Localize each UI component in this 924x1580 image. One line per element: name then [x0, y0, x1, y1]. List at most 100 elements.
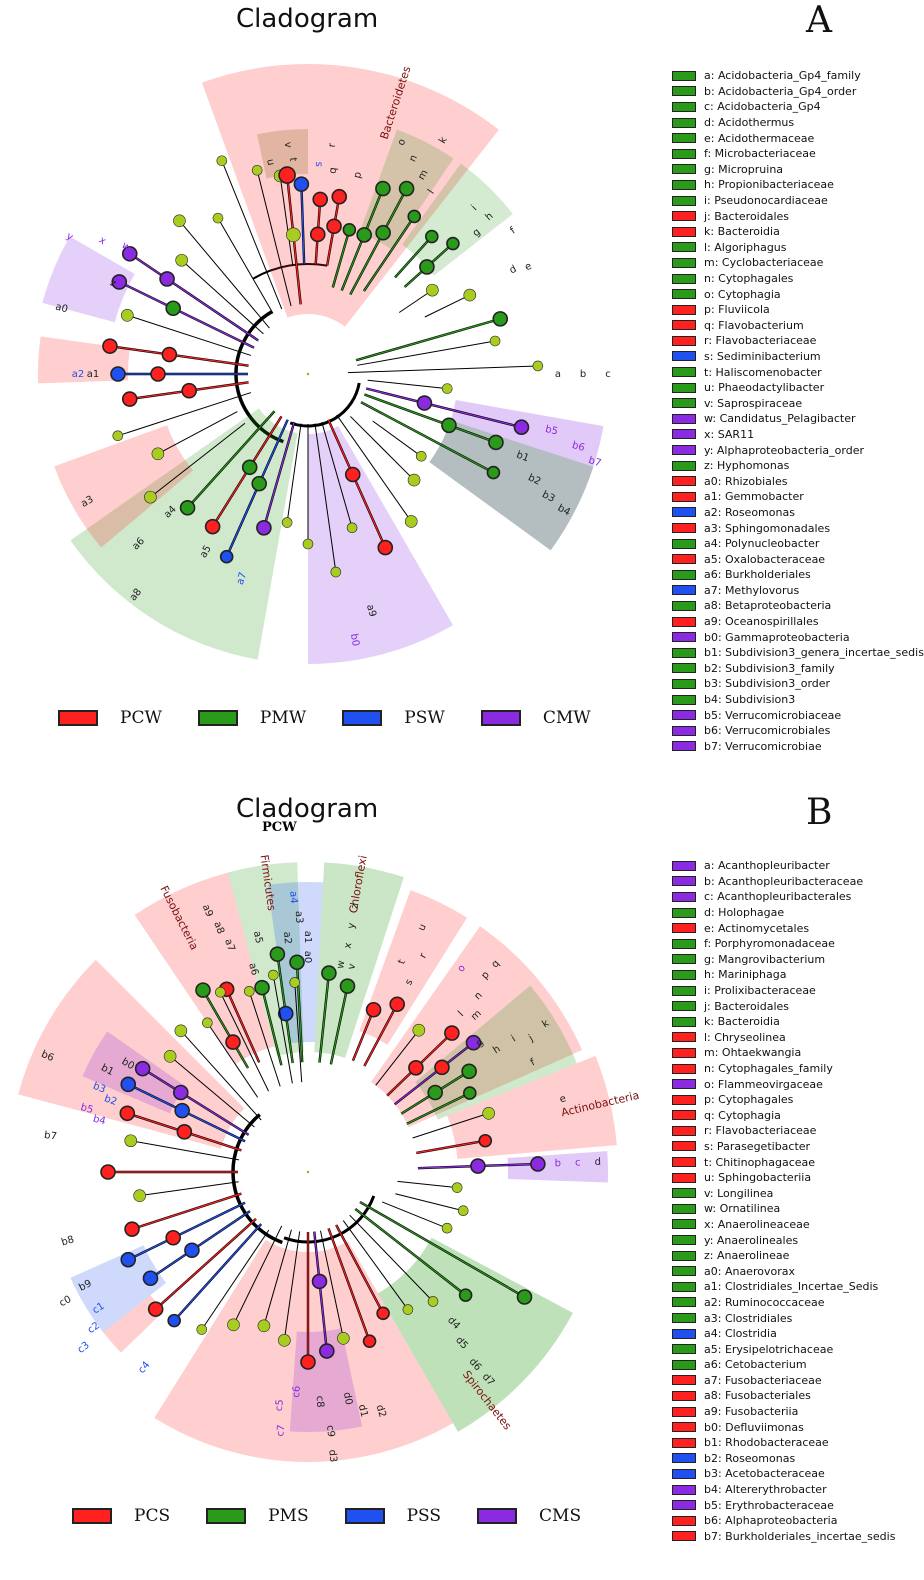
- legend-row: v: Saprospiraceae: [672, 395, 882, 411]
- node-label: b7: [43, 1130, 57, 1143]
- legend-swatch: [672, 257, 696, 268]
- group-legend-item: PMW: [197, 708, 306, 728]
- taxon-node: [112, 430, 124, 442]
- legend-swatch: [672, 1110, 696, 1121]
- legend-swatch: [672, 600, 696, 611]
- legend-row: e: Actinomycetales: [672, 920, 882, 936]
- legend-swatch: [672, 226, 696, 237]
- legend-swatch: [672, 1359, 696, 1370]
- node-label: a: [555, 369, 561, 380]
- taxon-node: [251, 475, 267, 492]
- taxon-node: [408, 1060, 424, 1076]
- legend-label: j: Bacteroidales: [704, 209, 790, 223]
- legend-row: x: SAR11: [672, 427, 882, 443]
- legend-swatch: [672, 647, 696, 658]
- branch: [109, 345, 249, 367]
- taxon-node: [492, 311, 509, 327]
- legend-row: b5: Erythrobacteraceae: [672, 1497, 882, 1513]
- taxon-node: [300, 1354, 316, 1370]
- node-label: a9: [364, 603, 378, 618]
- taxon-node: [142, 1270, 159, 1287]
- branch: [139, 1181, 239, 1197]
- branch: [372, 420, 422, 457]
- branch: [319, 1230, 344, 1339]
- node-label: b4: [92, 1114, 107, 1128]
- node-label: c3: [76, 1340, 92, 1356]
- node-label: o: [396, 137, 408, 147]
- legend-row: b6: Verrucomicrobiales: [672, 723, 882, 739]
- legend-label: w: Ornatilinea: [704, 1202, 781, 1216]
- taxon-node: [441, 1222, 453, 1234]
- taxon-node: [134, 1060, 151, 1077]
- legend-label: h: Propionibacteriaceae: [704, 178, 834, 192]
- legend-label: b6: Alphaproteobacteria: [704, 1514, 838, 1528]
- branch: [352, 1009, 375, 1061]
- taxon-node: [181, 382, 197, 399]
- group-legend-item: PSW: [342, 708, 445, 728]
- legend-label: a6: Cetobacterium: [704, 1358, 807, 1372]
- legend-row: a4: Clostridia: [672, 1326, 882, 1342]
- taxon-node: [489, 335, 501, 347]
- node-label: d3: [326, 1449, 338, 1463]
- node-label: b1: [515, 449, 531, 464]
- legend-swatch: [672, 741, 696, 752]
- taxon-node: [312, 191, 329, 208]
- branch: [335, 1224, 384, 1314]
- legend-swatch: [672, 164, 696, 175]
- node-label: m: [416, 168, 430, 182]
- branch: [424, 294, 471, 318]
- legend-row: g: Micropruina: [672, 162, 882, 178]
- legend-swatch: [672, 101, 696, 112]
- legend-label: f: Porphyromonadaceae: [704, 937, 835, 951]
- legend-row: k: Bacteroidia: [672, 224, 882, 240]
- legend-row: l: Chryseolinea: [672, 1030, 882, 1046]
- legend-row: d: Acidothermus: [672, 115, 882, 131]
- legend-label: l: Algoriphagus: [704, 240, 787, 254]
- taxon-node: [337, 1331, 350, 1345]
- branch: [142, 1068, 249, 1136]
- legend-row: a9: Oceanospirillales: [672, 614, 882, 630]
- legend-row: w: Ornatilinea: [672, 1201, 882, 1217]
- branch: [129, 253, 259, 341]
- taxon-node: [227, 1318, 240, 1332]
- legend-row: x: Anaerolineaceae: [672, 1217, 882, 1233]
- cladogram-title-b: Cladogram: [236, 794, 379, 824]
- legend-swatch: [672, 1406, 696, 1417]
- legend-swatch: [672, 1094, 696, 1105]
- taxon-node: [398, 180, 415, 197]
- node-label: y: [64, 231, 75, 244]
- node-label: v: [282, 141, 293, 148]
- legend-label: b2: Roseomonas: [704, 1451, 796, 1465]
- legend-row: i: Prolixibacteraceae: [672, 983, 882, 999]
- legend-swatch: [672, 1079, 696, 1090]
- taxon-node: [427, 1084, 444, 1101]
- legend-swatch: [672, 1063, 696, 1074]
- taxon-node: [174, 1102, 190, 1119]
- legend-swatch: [672, 969, 696, 980]
- group-swatch: [197, 710, 238, 726]
- legend-label: b5: Erythrobacteraceae: [704, 1498, 834, 1512]
- taxon-node: [216, 155, 228, 167]
- legend-swatch: [672, 86, 696, 97]
- legend-swatch: [672, 491, 696, 502]
- cladogram-title-a: Cladogram: [236, 4, 379, 34]
- taxon-node: [478, 1133, 493, 1148]
- taxon-node: [462, 1086, 477, 1100]
- legend-swatch: [672, 585, 696, 596]
- branch: [354, 1208, 466, 1296]
- clade-highlight: [429, 400, 604, 551]
- branch: [394, 1042, 474, 1105]
- node-label: b5: [79, 1102, 94, 1116]
- legend-row: t: Chitinophagaceae: [672, 1154, 882, 1170]
- clade-highlight: [42, 236, 135, 323]
- legend-row: a5: Oxalobacteraceae: [672, 551, 882, 567]
- legend-swatch: [672, 1141, 696, 1152]
- legend-label: b0: Defluviimonas: [704, 1420, 804, 1434]
- group-legend-item: CMS: [477, 1506, 581, 1526]
- branch: [330, 986, 349, 1065]
- legend-row: a6: Burkholderiales: [672, 567, 882, 583]
- legend-row: a1: Gemmobacter: [672, 489, 882, 505]
- legend-label: i: Prolixibacteraceae: [704, 984, 816, 998]
- branch: [314, 423, 337, 573]
